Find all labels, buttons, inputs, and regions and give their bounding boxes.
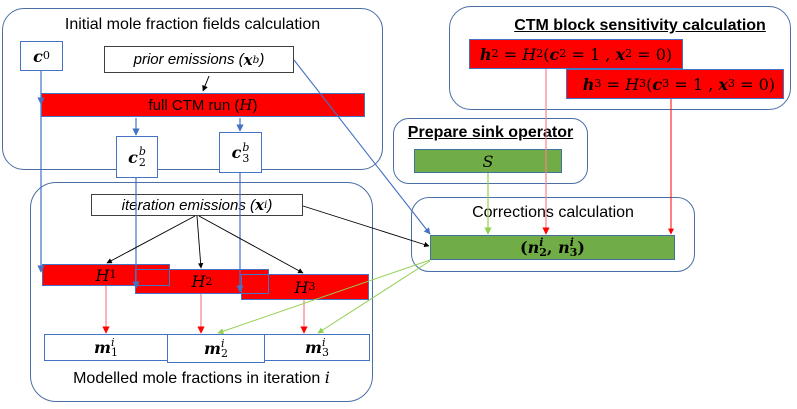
- h3-fn: H: [625, 74, 640, 94]
- H1-symbol: H: [95, 265, 110, 285]
- H2-symbol: H: [191, 272, 206, 291]
- full-ctm-symbol: H: [239, 96, 253, 114]
- c2b-symbol: c: [128, 147, 138, 167]
- n2-sub: 2: [539, 245, 547, 259]
- m2-sup: i: [220, 336, 225, 350]
- h3-arg-x: x: [718, 74, 728, 94]
- modelled-title-text: Modelled mole fractions in iteration: [73, 370, 325, 387]
- m1-sup: i: [110, 335, 115, 349]
- group-ctm-block-title: CTM block sensitivity calculation: [514, 17, 766, 34]
- group-ctm-block-sensitivity: [449, 6, 791, 110]
- group-sink-title: Prepare sink operator: [407, 124, 574, 141]
- modelled-title-var: i: [324, 368, 330, 387]
- sink-symbol: S: [482, 151, 494, 171]
- n3-symbol: n: [558, 238, 570, 257]
- h3-arg-c: c: [652, 74, 663, 94]
- prior-close: ): [259, 51, 265, 68]
- group-corrections-title: Corrections calculation: [472, 204, 634, 221]
- h2-arg-c-val: = 1 ,: [571, 44, 611, 64]
- full-ctm-close: ): [252, 96, 258, 114]
- h2-arg-x: x: [615, 44, 625, 64]
- h3-lhs: h: [582, 74, 595, 94]
- m3-sub: 3: [321, 345, 329, 359]
- iteration-text: iteration emissions (: [121, 196, 256, 214]
- h3-arg-c-val: = 1 ,: [674, 74, 714, 94]
- h3-arg-x-val: = 0): [740, 74, 775, 94]
- m2-sub: 2: [220, 346, 228, 360]
- m3-symbol: m: [305, 338, 322, 357]
- h2-fn: H: [522, 44, 537, 64]
- c3b-sub: 3: [242, 151, 250, 165]
- H2-overlap-outline: [241, 269, 269, 294]
- h2-lhs: h: [479, 44, 492, 64]
- h2-arg-x-val: = 0): [637, 44, 673, 64]
- c2b-sub: 2: [138, 156, 146, 169]
- c2b-sup: b: [138, 145, 146, 158]
- m3-sup: i: [321, 335, 326, 349]
- H3-symbol: H: [294, 277, 309, 297]
- n2-symbol: n: [527, 238, 540, 257]
- c3b-symbol: c: [231, 143, 242, 162]
- H1-overlap-outline: [135, 264, 170, 286]
- group-initial-title: Initial mole fraction fields calculation: [64, 16, 321, 33]
- group-modelled-title: Modelled mole fractions in iteration i: [30, 368, 373, 388]
- n-close: ): [577, 238, 585, 257]
- full-ctm-text: full CTM run (: [148, 96, 240, 114]
- m1-symbol: m: [94, 338, 111, 357]
- n-sep: ,: [546, 238, 559, 257]
- n3-sub: 3: [569, 245, 578, 259]
- m1-sub: 1: [110, 345, 118, 359]
- node-sink-operator-S: S: [414, 149, 562, 173]
- n3-sup: i: [569, 235, 574, 249]
- prior-text: prior emissions (: [133, 51, 244, 68]
- n-open: (: [520, 238, 528, 257]
- iteration-symbol: x: [255, 196, 264, 214]
- c0-symbol: c: [33, 46, 43, 66]
- m2-symbol: m: [204, 339, 221, 358]
- h2-arg-c: c: [549, 44, 560, 64]
- n2-sup: i: [539, 235, 544, 249]
- c3b-sup: b: [242, 140, 250, 154]
- iteration-close: ): [267, 196, 273, 214]
- node-full-ctm-run: full CTM run (H): [41, 93, 365, 117]
- prior-symbol: x: [243, 50, 253, 69]
